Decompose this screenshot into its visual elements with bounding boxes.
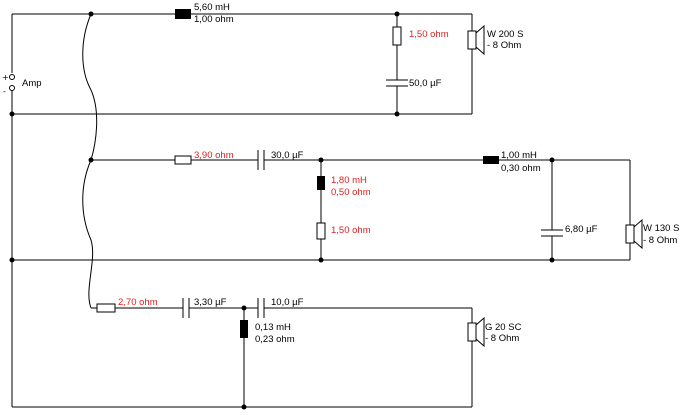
mid-series-capacitor bbox=[257, 150, 265, 170]
mid-shunt-capacitor bbox=[541, 229, 563, 237]
tweeter-resistor bbox=[392, 26, 402, 46]
tweeter-resistor-value: 1,50 ohm bbox=[409, 29, 449, 40]
high-speaker-impedance: - 8 Ohm bbox=[485, 333, 519, 344]
tweeter-inductor-resistance: 1,00 ohm bbox=[194, 14, 234, 25]
mid-shunt-capacitor-value: 6,80 µF bbox=[565, 224, 598, 235]
junction-dots bbox=[9, 11, 555, 410]
high-series-resistor bbox=[96, 303, 116, 313]
mid-series-capacitor-value: 30,0 µF bbox=[271, 150, 304, 161]
tweeter-speaker-impedance: - 8 Ohm bbox=[487, 40, 521, 51]
mid-series-inductor bbox=[483, 156, 499, 164]
mid-series-resistor bbox=[174, 155, 192, 165]
mid-shunt-inductor-value: 1,80 mH bbox=[331, 175, 367, 186]
mid-series-resistor-value: 3,90 ohm bbox=[194, 150, 234, 161]
tweeter-speaker-icon bbox=[467, 24, 485, 56]
mid-series-inductor-resistance: 0,30 ohm bbox=[501, 163, 541, 174]
high-capacitor-2 bbox=[257, 298, 265, 318]
tweeter-inductor-value: 5,60 mH bbox=[194, 2, 230, 13]
mid-shunt-resistor bbox=[316, 222, 326, 240]
tweeter-capacitor bbox=[386, 79, 408, 87]
mid-shunt-inductor-resistance: 0,50 ohm bbox=[331, 187, 371, 198]
tweeter-capacitor-value: 50,0 µF bbox=[409, 78, 442, 89]
high-shunt-inductor-value: 0,13 mH bbox=[255, 322, 291, 333]
high-capacitor-2-value: 10,0 µF bbox=[271, 297, 304, 308]
amp-minus-sign: - bbox=[3, 87, 6, 96]
tweeter-speaker-name: W 200 S bbox=[487, 29, 523, 40]
high-shunt-inductor-resistance: 0,23 ohm bbox=[255, 334, 295, 345]
mid-shunt-resistor-value: 1,50 ohm bbox=[331, 225, 371, 236]
mid-series-inductor-value: 1,00 mH bbox=[501, 150, 537, 161]
high-speaker-name: G 20 SC bbox=[485, 322, 522, 333]
amp-label: Amp bbox=[22, 78, 42, 89]
amp-plus-sign: + bbox=[2, 73, 9, 82]
high-series-resistor-value: 2,70 ohm bbox=[118, 297, 158, 308]
high-shunt-inductor bbox=[240, 320, 248, 338]
mid-shunt-inductor bbox=[317, 176, 325, 190]
high-capacitor-1-value: 3,30 µF bbox=[194, 297, 227, 308]
mid-speaker-icon bbox=[625, 218, 643, 250]
wires bbox=[11, 13, 631, 408]
mid-speaker-name: W 130 S bbox=[643, 223, 679, 234]
tweeter-inductor bbox=[175, 9, 191, 19]
high-speaker-icon bbox=[467, 316, 485, 348]
high-capacitor-1 bbox=[182, 298, 190, 318]
amp-terminals: + - Amp bbox=[2, 73, 42, 96]
mid-speaker-impedance: - 8 Ohm bbox=[643, 235, 677, 246]
